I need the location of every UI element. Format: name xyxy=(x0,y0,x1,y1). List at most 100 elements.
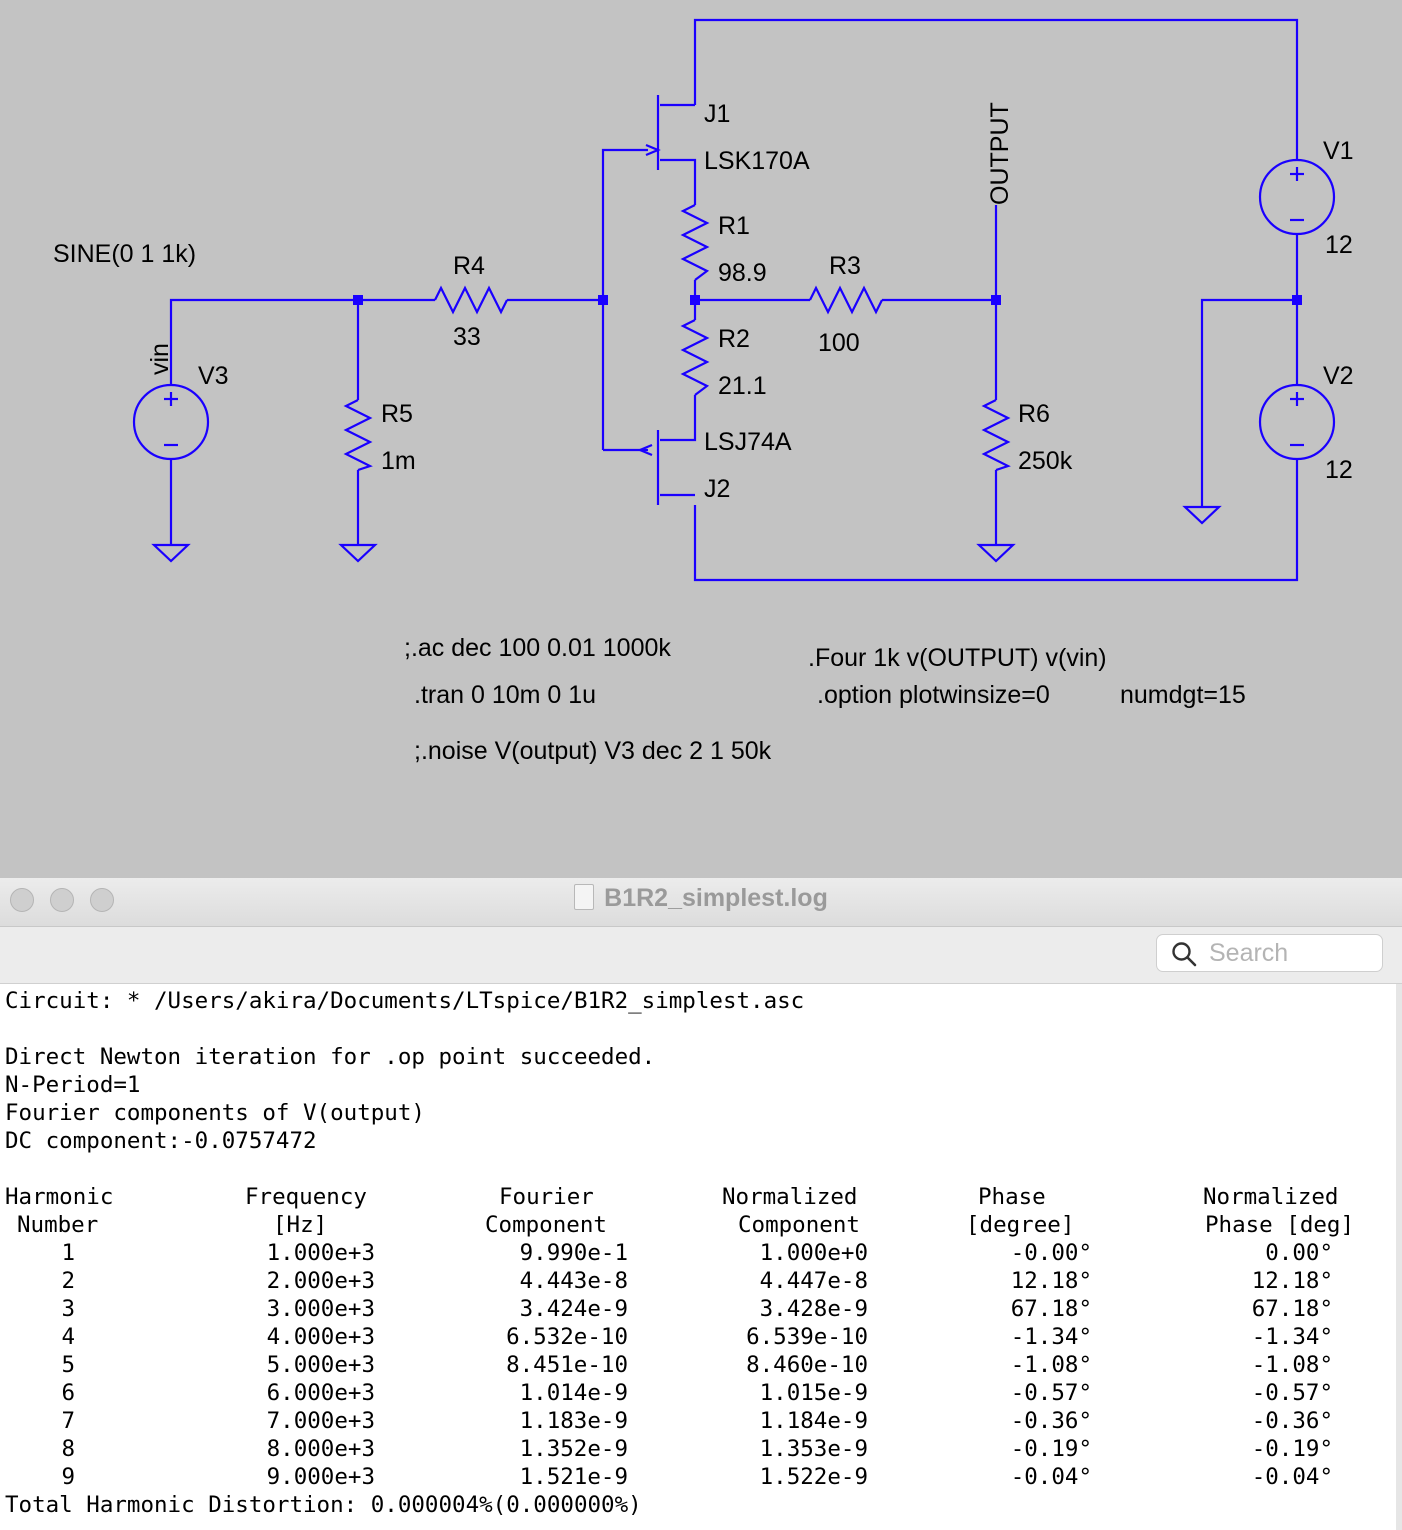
table-cell: -0.36° xyxy=(1010,1408,1092,1434)
table-cell: 12.18° xyxy=(1010,1268,1092,1294)
junction-dots xyxy=(353,295,1302,305)
table-header-cell: Component xyxy=(485,1212,607,1238)
table-cell: -0.04° xyxy=(1251,1464,1333,1490)
table-cell: 3.424e-9 xyxy=(519,1296,628,1322)
table-cell: 67.18° xyxy=(1251,1296,1333,1322)
schematic-drawing[interactable]: SINE(0 1 1k) vin V3 R4 33 R5 1m J1 LSK17… xyxy=(0,0,1402,880)
table-cell: 4.443e-8 xyxy=(519,1268,628,1294)
r3-value: 100 xyxy=(818,329,860,357)
log-line-newton: Direct Newton iteration for .op point su… xyxy=(5,1044,656,1070)
table-cell: 1.352e-9 xyxy=(519,1436,628,1462)
table-cell: 4.447e-8 xyxy=(759,1268,868,1294)
table-cell: 9.990e-1 xyxy=(519,1240,628,1266)
table-cell: -0.57° xyxy=(1251,1380,1333,1406)
resistor-r3[interactable] xyxy=(809,285,883,315)
table-cell: 7 xyxy=(61,1408,75,1434)
scrollbar[interactable] xyxy=(1396,984,1402,1530)
table-cell: 8.460e-10 xyxy=(746,1352,868,1378)
r4-value: 33 xyxy=(453,323,481,351)
resistor-r5[interactable] xyxy=(343,399,373,472)
source-v2[interactable] xyxy=(1258,383,1336,461)
zoom-button[interactable] xyxy=(90,888,114,912)
directive-ac[interactable]: ;.ac dec 100 0.01 1000k xyxy=(404,634,671,662)
r2-name: R2 xyxy=(718,325,750,353)
table-header-cell: Number xyxy=(17,1212,99,1238)
wires[interactable] xyxy=(169,18,1299,582)
table-cell: 3.428e-9 xyxy=(759,1296,868,1322)
table-cell: -1.34° xyxy=(1010,1324,1092,1350)
table-cell: -0.19° xyxy=(1010,1436,1092,1462)
table-cell: 3 xyxy=(61,1296,75,1322)
table-cell: 1.014e-9 xyxy=(519,1380,628,1406)
window-title: B1R2_simplest.log xyxy=(0,884,1402,913)
table-cell: 12.18° xyxy=(1251,1268,1333,1294)
log-line-dc: DC component:-0.0757472 xyxy=(5,1128,317,1154)
log-window: B1R2_simplest.log Circuit: * /Users/akir… xyxy=(0,878,1402,1530)
r6-value: 250k xyxy=(1018,447,1073,475)
directive-four[interactable]: .Four 1k v(OUTPUT) v(vin) xyxy=(808,644,1107,672)
table-cell: 5 xyxy=(61,1352,75,1378)
v2-name: V2 xyxy=(1323,362,1354,390)
directive-option[interactable]: .option plotwinsize=0 xyxy=(817,681,1050,709)
ground-icon xyxy=(151,505,1222,563)
log-line-nperiod: N-Period=1 xyxy=(5,1072,141,1098)
table-cell: -0.57° xyxy=(1010,1380,1092,1406)
table-header-cell: [degree] xyxy=(966,1212,1075,1238)
r2-value: 21.1 xyxy=(718,372,767,400)
v1-value: 12 xyxy=(1325,231,1353,259)
search-box[interactable] xyxy=(1156,934,1383,972)
table-cell: -0.04° xyxy=(1010,1464,1092,1490)
schematic-canvas[interactable]: SINE(0 1 1k) vin V3 R4 33 R5 1m J1 LSK17… xyxy=(0,0,1402,880)
v2-value: 12 xyxy=(1325,456,1353,484)
minimize-button[interactable] xyxy=(50,888,74,912)
log-text-area[interactable]: Circuit: * /Users/akira/Documents/LTspic… xyxy=(0,984,1396,1530)
resistor-r2[interactable] xyxy=(680,319,710,396)
search-input[interactable] xyxy=(1209,937,1374,969)
table-cell: 1.000e+0 xyxy=(759,1240,868,1266)
table-cell: 1.000e+3 xyxy=(266,1240,375,1266)
table-cell: -1.08° xyxy=(1251,1352,1333,1378)
table-cell: 1.522e-9 xyxy=(759,1464,868,1490)
table-header-row-1: Harmonic Frequency Fourier Normalized Ph… xyxy=(0,1184,1396,1212)
document-icon xyxy=(574,884,595,910)
window-titlebar[interactable]: B1R2_simplest.log xyxy=(0,878,1402,927)
table-cell: 8 xyxy=(61,1436,75,1462)
resistor-r6[interactable] xyxy=(981,399,1011,472)
source-v1[interactable] xyxy=(1258,158,1336,236)
close-button[interactable] xyxy=(10,888,34,912)
table-cell: 9 xyxy=(61,1464,75,1490)
resistor-r4[interactable] xyxy=(434,285,508,315)
table-cell: 1 xyxy=(61,1240,75,1266)
search-icon xyxy=(1172,942,1197,967)
jfet-j2[interactable] xyxy=(637,430,660,505)
net-label-vin: vin xyxy=(146,343,174,375)
window-title-text: B1R2_simplest.log xyxy=(604,884,828,912)
table-cell: -1.08° xyxy=(1010,1352,1092,1378)
table-header-cell: Fourier xyxy=(499,1184,594,1210)
j1-model: LSK170A xyxy=(704,147,810,175)
table-header-cell: Normalized xyxy=(722,1184,858,1210)
directive-tran[interactable]: .tran 0 10m 0 1u xyxy=(414,681,596,709)
table-cell: 5.000e+3 xyxy=(266,1352,375,1378)
r6-name: R6 xyxy=(1018,400,1050,428)
toolbar xyxy=(0,927,1402,984)
table-cell: -1.34° xyxy=(1251,1324,1333,1350)
table-cell: 6.539e-10 xyxy=(746,1324,868,1350)
source-v3[interactable] xyxy=(132,383,210,461)
j1-name: J1 xyxy=(704,100,730,128)
table-cell: 0.00° xyxy=(1265,1240,1333,1266)
table-header-cell: [Hz] xyxy=(273,1212,328,1238)
table-cell: 8.000e+3 xyxy=(266,1436,375,1462)
resistor-r1[interactable] xyxy=(680,204,710,281)
table-cell: 4 xyxy=(61,1324,75,1350)
directive-noise[interactable]: ;.noise V(output) V3 dec 2 1 50k xyxy=(414,737,772,765)
directive-numdgt[interactable]: numdgt=15 xyxy=(1120,681,1246,709)
log-line-thd: Total Harmonic Distortion: 0.000004%(0.0… xyxy=(5,1492,642,1518)
jfet-j1[interactable] xyxy=(645,95,661,170)
